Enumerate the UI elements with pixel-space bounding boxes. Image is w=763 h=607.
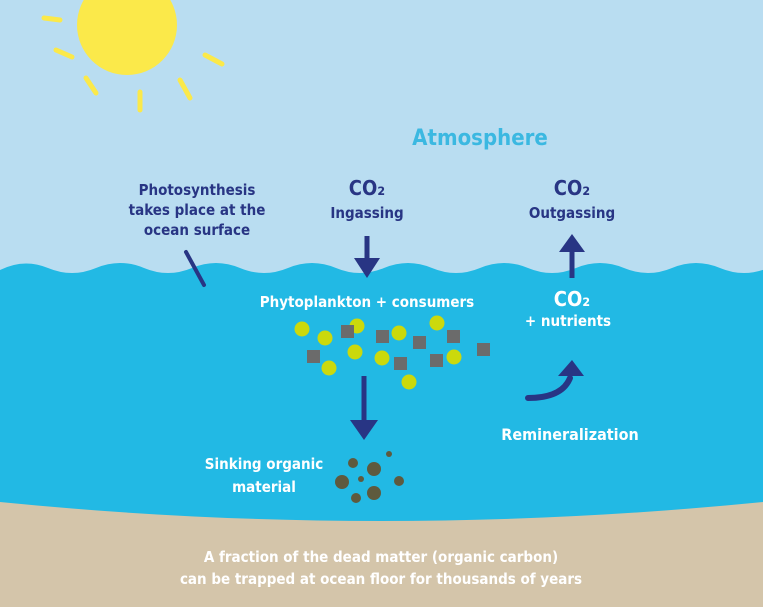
consumer <box>341 325 354 338</box>
photosynthesis-label-3: ocean surface <box>144 221 250 239</box>
pointer-line <box>184 250 206 287</box>
floor-label-2: can be trapped at ocean floor for thousa… <box>180 570 582 588</box>
consumers-group <box>307 325 490 370</box>
outgassing-label: Outgassing <box>529 204 615 222</box>
phytoplankton <box>347 344 363 360</box>
remineralization-arrow-icon <box>525 360 584 401</box>
phytoplankton <box>294 321 310 337</box>
phytoplankton <box>317 330 333 346</box>
ingassing-co2-label: CO₂ <box>349 176 385 200</box>
photosynthesis-label-2: takes place at the <box>129 201 266 219</box>
organic-material-group <box>335 451 404 503</box>
nutrients-label: + nutrients <box>525 312 611 330</box>
sinking-arrow-icon <box>350 376 378 440</box>
organic-particle <box>367 486 381 500</box>
consumer <box>477 343 490 356</box>
organic-particle <box>335 475 349 489</box>
organic-particle <box>386 451 392 457</box>
phytoplankton-group <box>294 315 462 390</box>
nutrients-co2-label: CO₂ <box>554 287 590 311</box>
outgassing-co2-label: CO₂ <box>554 176 590 200</box>
consumer <box>430 354 443 367</box>
consumer <box>447 330 460 343</box>
outgassing-arrow-icon <box>559 234 585 278</box>
phytoplankton <box>446 349 462 365</box>
remineralization-label: Remineralization <box>501 425 639 444</box>
consumer <box>413 336 426 349</box>
phytoplankton <box>391 325 407 341</box>
floor-label-1: A fraction of the dead matter (organic c… <box>204 548 558 566</box>
sinking-label-1: Sinking organic <box>205 455 323 473</box>
phytoplankton <box>374 350 390 366</box>
photosynthesis-label-1: Photosynthesis <box>139 181 256 199</box>
consumer <box>376 330 389 343</box>
organic-particle <box>348 458 358 468</box>
sun-icon <box>41 0 225 113</box>
organic-particle <box>367 462 381 476</box>
phytoplankton-label: Phytoplankton + consumers <box>260 293 474 311</box>
consumer <box>307 350 320 363</box>
phytoplankton <box>401 374 417 390</box>
organic-particle <box>358 476 364 482</box>
phytoplankton <box>321 360 337 376</box>
organic-particle <box>394 476 404 486</box>
ingassing-arrow-icon <box>354 236 380 278</box>
sinking-label-2: material <box>232 478 296 496</box>
atmosphere-label: Atmosphere <box>412 126 548 151</box>
organic-particle <box>351 493 361 503</box>
ingassing-label: Ingassing <box>330 204 403 222</box>
consumer <box>394 357 407 370</box>
ocean-floor <box>0 502 763 607</box>
phytoplankton <box>429 315 445 331</box>
